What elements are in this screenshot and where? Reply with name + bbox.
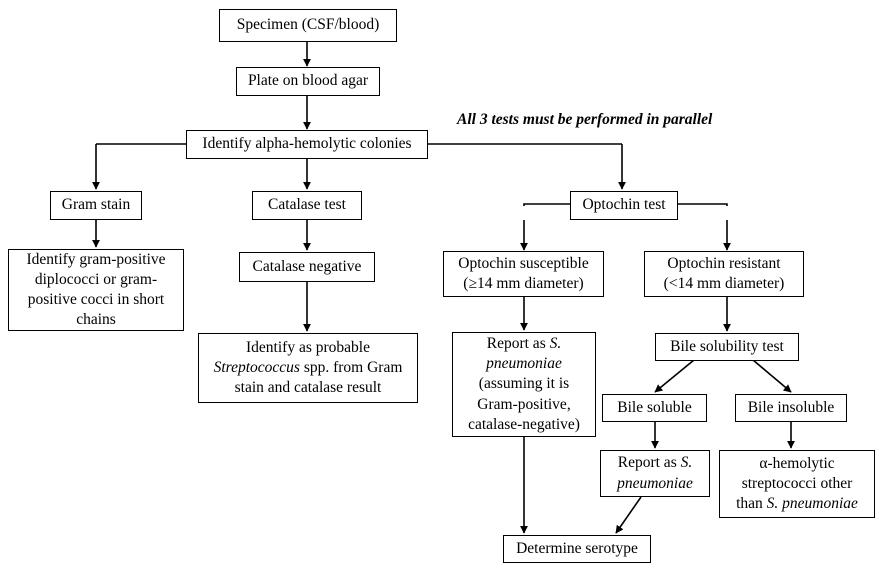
node-optochin-test[interactable]: Optochin test [570, 191, 678, 220]
node-optochin-susceptible[interactable]: Optochin susceptible (≥14 mm diameter) [443, 251, 604, 297]
node-plate-blood-agar-label: Plate on blood agar [247, 72, 369, 90]
node-gram-stain-result[interactable]: Identify gram-positive diplococci or gra… [8, 249, 184, 331]
node-bile-solubility-test[interactable]: Bile solubility test [655, 333, 799, 361]
node-optochin-resistant-text: Optochin resistant (<14 mm diameter) [650, 254, 798, 294]
report-full-line-4: Gram-positive, [477, 395, 571, 413]
gram-result-line-2: diplococci or gram- [34, 270, 158, 288]
node-optochin-susceptible-text: Optochin susceptible (≥14 mm diameter) [449, 254, 598, 294]
gram-result-line-3: positive cocci in short [27, 291, 165, 308]
alpha-other-line-1: α-hemolytic [759, 454, 835, 472]
node-report-pneumoniae-full-text: Report as S. pneumoniae (assuming it is … [458, 334, 590, 435]
node-gram-stain-label: Gram stain [61, 196, 131, 214]
report-full-line-5: catalase-negative) [468, 415, 580, 433]
node-catalase-test[interactable]: Catalase test [252, 191, 362, 220]
report-full-line-1a: Report as [486, 335, 550, 353]
strep-probable-genus: Streptococcus [213, 358, 300, 376]
node-gram-stain[interactable]: Gram stain [50, 191, 142, 220]
node-alpha-hemolytic-other[interactable]: α-hemolytic streptococci other than S. p… [719, 450, 875, 518]
node-report-pneumoniae-short[interactable]: Report as S. pneumoniae [600, 450, 710, 497]
node-bile-soluble-label: Bile soluble [617, 398, 692, 416]
node-identify-alpha-hemolytic[interactable]: Identify alpha-hemolytic colonies [186, 130, 428, 159]
node-report-pneumoniae-full[interactable]: Report as S. pneumoniae (assuming it is … [452, 332, 596, 437]
gram-result-line-4: chains [76, 311, 116, 329]
node-determine-serotype-label: Determine serotype [516, 539, 638, 557]
node-streptococcus-probable-text: Identify as probable Streptococcus spp. … [204, 338, 412, 398]
node-specimen[interactable]: Specimen (CSF/blood) [219, 9, 397, 42]
report-full-species: pneumoniae [486, 355, 562, 373]
node-bile-insoluble[interactable]: Bile insoluble [735, 394, 847, 422]
node-plate-blood-agar[interactable]: Plate on blood agar [236, 67, 380, 96]
report-full-line-3: (assuming it is [478, 375, 570, 393]
node-optochin-resistant[interactable]: Optochin resistant (<14 mm diameter) [644, 251, 804, 297]
alpha-other-line-2: streptococci other [741, 474, 853, 492]
report-short-species: pneumoniae [617, 474, 693, 492]
optochin-susceptible-line-1: Optochin susceptible [458, 254, 589, 272]
node-determine-serotype[interactable]: Determine serotype [503, 535, 651, 563]
report-full-species-abbrev: S. [549, 335, 562, 353]
optochin-resistant-line-2: (<14 mm diameter) [663, 275, 785, 292]
optochin-resistant-line-1: Optochin resistant [667, 254, 781, 272]
strep-probable-line-2b: spp. from Gram [299, 358, 403, 376]
strep-probable-line-1: Identify as probable [246, 338, 370, 356]
node-bile-insoluble-label: Bile insoluble [747, 398, 835, 416]
node-bile-soluble[interactable]: Bile soluble [602, 394, 707, 422]
node-identify-alpha-hemolytic-label: Identify alpha-hemolytic colonies [202, 135, 412, 153]
node-report-pneumoniae-short-text: Report as S. pneumoniae [606, 453, 704, 493]
report-short-line-1a: Report as [617, 454, 681, 472]
optochin-susceptible-line-2: (≥14 mm diameter) [463, 275, 584, 292]
report-short-species-abbrev: S. [680, 454, 693, 472]
node-optochin-test-label: Optochin test [582, 196, 666, 214]
strep-probable-line-3: stain and catalase result [234, 379, 382, 397]
node-catalase-negative[interactable]: Catalase negative [239, 252, 375, 282]
alpha-other-species: S. pneumoniae [766, 495, 858, 513]
node-specimen-label: Specimen (CSF/blood) [236, 16, 380, 34]
gram-result-line-1: Identify gram-positive [26, 250, 166, 268]
alpha-other-line-3a: than [736, 495, 767, 513]
node-gram-stain-result-text: Identify gram-positive diplococci or gra… [14, 250, 178, 331]
node-catalase-negative-label: Catalase negative [252, 257, 362, 275]
node-catalase-test-label: Catalase test [268, 196, 346, 214]
parallel-tests-note: All 3 tests must be performed in paralle… [457, 111, 713, 128]
node-bile-solubility-test-label: Bile solubility test [670, 337, 784, 355]
node-streptococcus-probable[interactable]: Identify as probable Streptococcus spp. … [198, 333, 418, 403]
node-alpha-hemolytic-other-text: α-hemolytic streptococci other than S. p… [725, 454, 869, 514]
